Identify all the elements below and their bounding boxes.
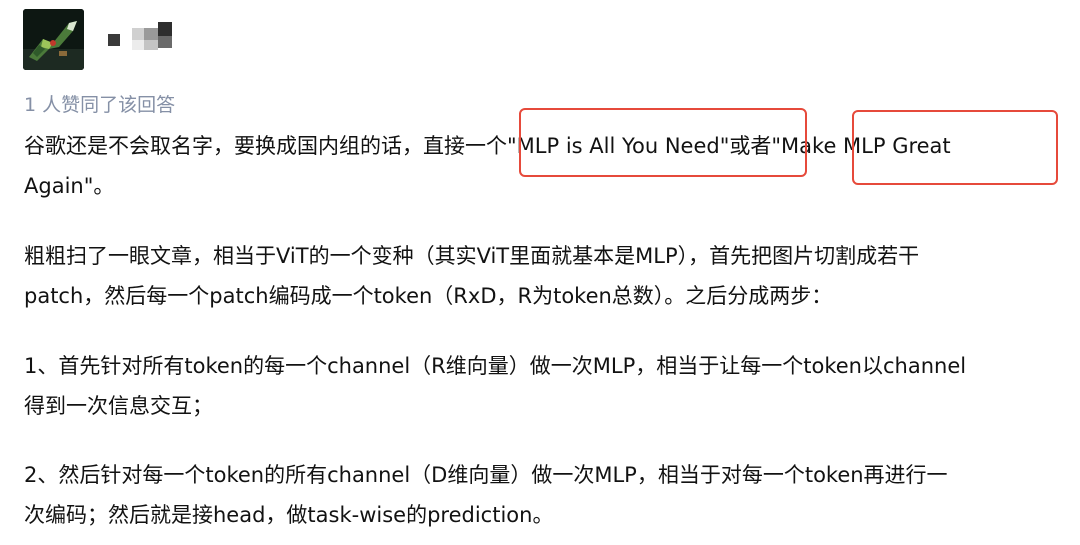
paragraph-line: 得到一次信息交互； <box>24 394 213 418</box>
paragraph-line: 谷歌还是不会取名字，要换成国内组的话，直接一个"MLP is All You N… <box>24 134 951 158</box>
paragraph-line: 粗粗扫了一眼文章，相当于ViT的一个变种（其实ViT里面就基本是MLP），首先把… <box>24 244 920 268</box>
answer-paragraph-3: 1、首先针对所有token的每一个channel（R维向量）做一次MLP，相当于… <box>24 346 1064 426</box>
answer-paragraph-1: 谷歌还是不会取名字，要换成国内组的话，直接一个"MLP is All You N… <box>24 126 1064 206</box>
author-avatar[interactable] <box>23 9 84 70</box>
paragraph-line: patch，然后每一个patch编码成一个token（RxD，R为token总数… <box>24 284 833 308</box>
answer-paragraph-4: 2、然后针对每一个token的所有channel（D维向量）做一次MLP，相当于… <box>24 455 1064 535</box>
answer-paragraph-2: 粗粗扫了一眼文章，相当于ViT的一个变种（其实ViT里面就基本是MLP），首先把… <box>24 236 1064 316</box>
paragraph-line: Again"。 <box>24 174 115 198</box>
author-name-pixelated[interactable] <box>108 22 180 52</box>
avatar-image-icon <box>23 9 84 70</box>
paragraph-line: 1、首先针对所有token的每一个channel（R维向量）做一次MLP，相当于… <box>24 354 967 378</box>
upvote-count[interactable]: 1 人赞同了该回答 <box>24 94 176 116</box>
paragraph-line: 2、然后针对每一个token的所有channel（D维向量）做一次MLP，相当于… <box>24 463 948 487</box>
paragraph-line: 次编码；然后就是接head，做task-wise的prediction。 <box>24 503 554 527</box>
